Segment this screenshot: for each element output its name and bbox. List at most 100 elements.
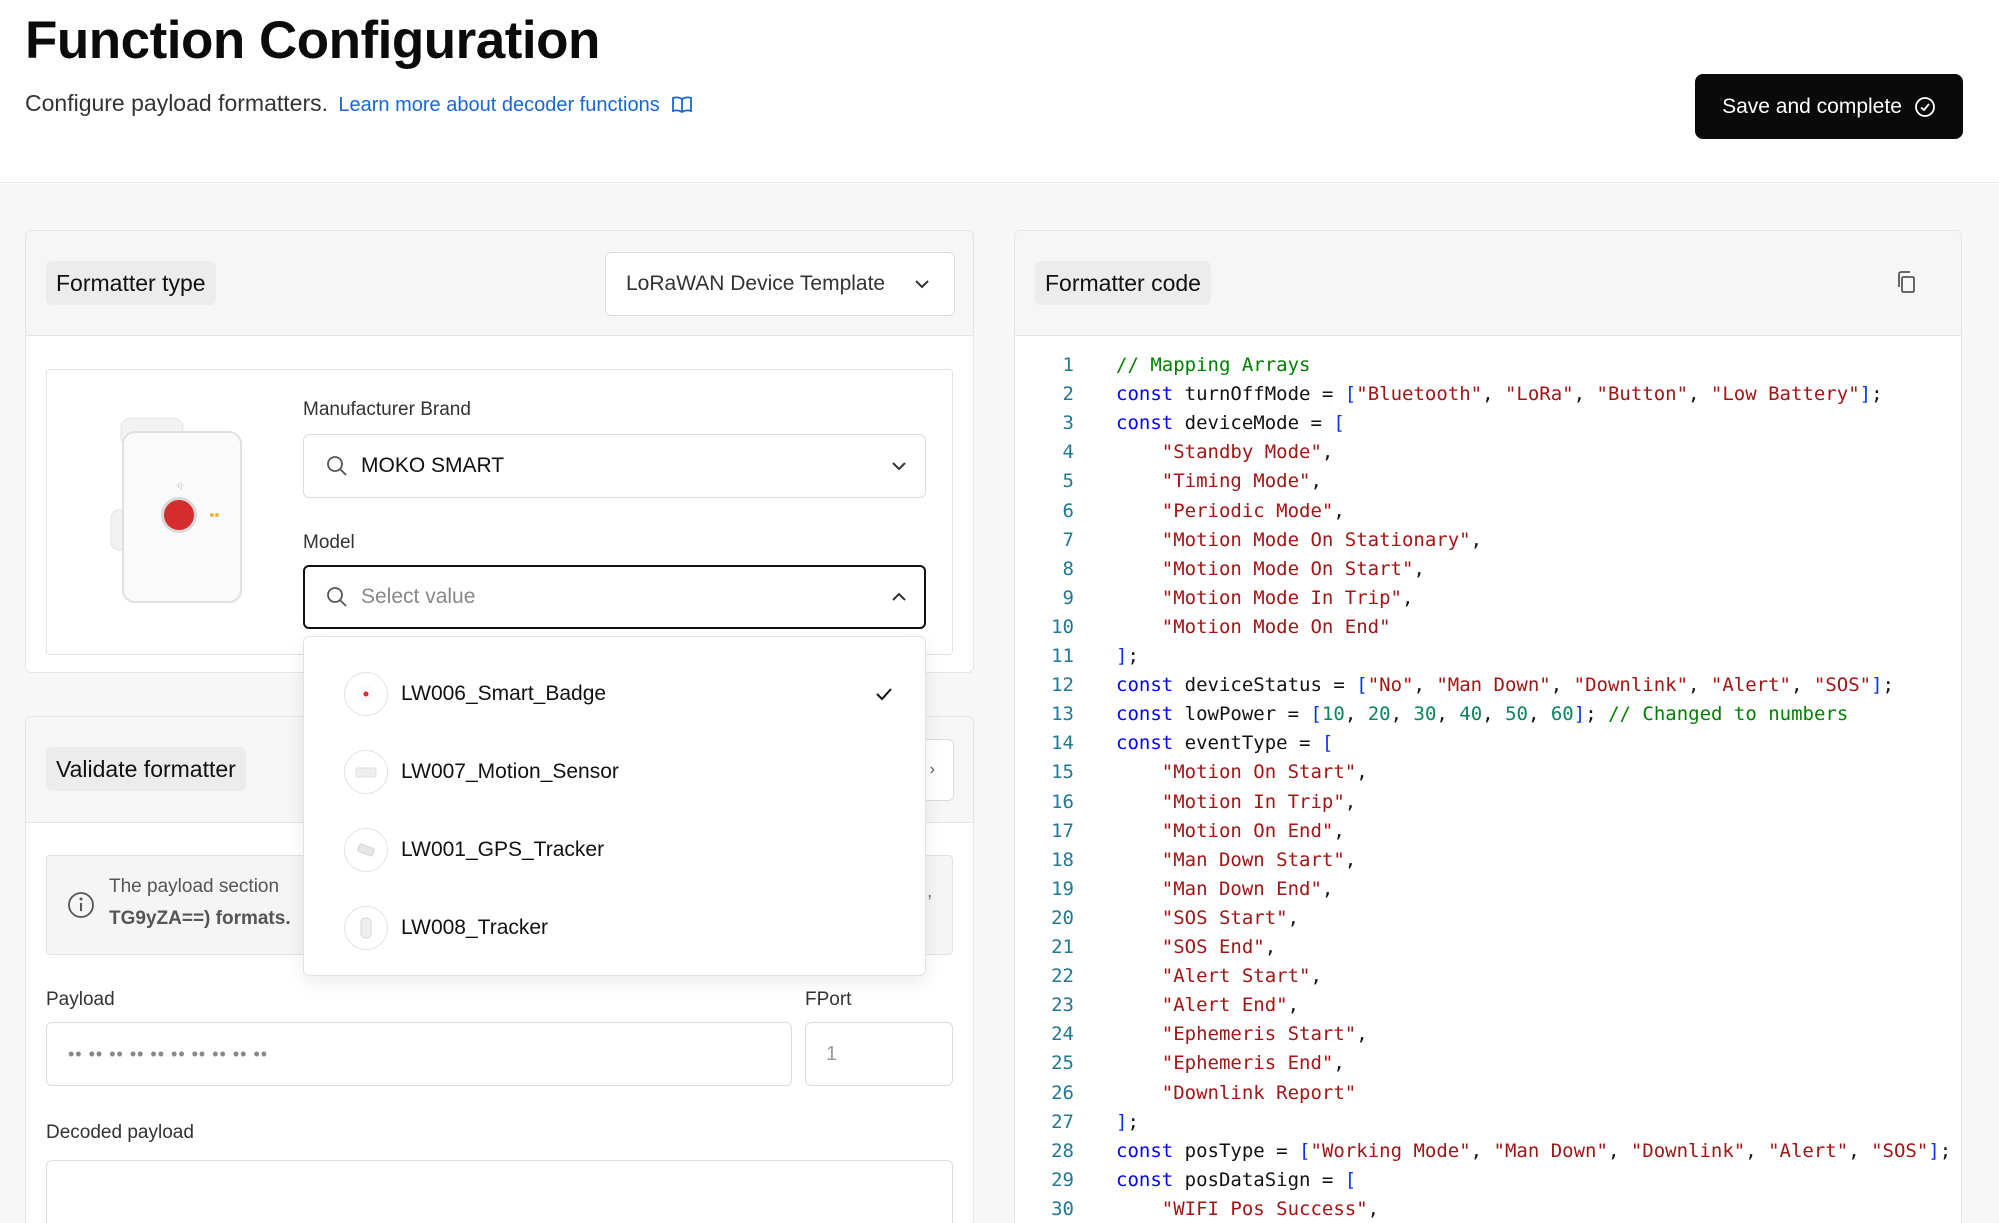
model-placeholder: Select value xyxy=(361,585,476,608)
code-text: "Motion In Trip", xyxy=(1161,790,1357,813)
code-text: const deviceStatus = ["No", "Man Down", … xyxy=(1116,674,1894,697)
fport-label: FPort xyxy=(805,989,852,1010)
learn-more-link[interactable]: Learn more about decoder functions xyxy=(338,94,693,116)
code-text: "Motion On End", xyxy=(1161,819,1345,842)
code-line: 10 "Motion Mode On End" xyxy=(1015,613,1961,642)
save-and-complete-button[interactable]: Save and complete xyxy=(1695,74,1963,139)
manufacturer-brand-value: MOKO SMART xyxy=(361,454,505,477)
subtitle-text: Configure payload formatters. xyxy=(25,90,328,116)
model-option[interactable]: LW001_GPS_Tracker xyxy=(304,811,925,888)
line-number: 9 xyxy=(1062,586,1074,609)
model-option-label: LW008_Tracker xyxy=(401,915,549,939)
line-number: 23 xyxy=(1051,994,1074,1017)
line-number: 28 xyxy=(1051,1139,1074,1162)
model-option[interactable]: LW006_Smart_Badge xyxy=(304,655,925,732)
code-text: const turnOffMode = ["Bluetooth", "LoRa"… xyxy=(1116,383,1883,406)
decoded-payload-label: Decoded payload xyxy=(46,1122,194,1143)
formatter-type-title: Formatter type xyxy=(46,261,216,305)
line-number: 11 xyxy=(1051,645,1074,667)
manufacturer-brand-label: Manufacturer Brand xyxy=(303,399,471,420)
line-number: 16 xyxy=(1051,790,1074,813)
info-text-overflow: , xyxy=(927,881,933,902)
code-text: "Motion Mode In Trip", xyxy=(1161,586,1414,609)
line-number: 30 xyxy=(1051,1197,1074,1220)
line-number: 27 xyxy=(1051,1110,1074,1133)
line-number: 8 xyxy=(1062,557,1074,580)
model-select[interactable]: Select value xyxy=(303,565,926,629)
code-text: "Motion Mode On End" xyxy=(1161,615,1391,638)
code-line: 19 "Man Down End", xyxy=(1015,875,1961,904)
formatter-code-header: Formatter code xyxy=(1015,231,1961,336)
decoded-payload-output[interactable] xyxy=(46,1160,953,1223)
model-thumbnail xyxy=(344,749,388,794)
code-text: "Ephemeris End", xyxy=(1161,1052,1345,1075)
code-text: "Motion On Start", xyxy=(1161,761,1368,784)
line-number: 25 xyxy=(1051,1052,1074,1075)
line-number: 4 xyxy=(1062,441,1074,464)
model-option-label: LW007_Motion_Sensor xyxy=(401,759,619,783)
line-number: 13 xyxy=(1051,703,1074,726)
model-thumbnail xyxy=(344,671,388,716)
manufacturer-brand-select[interactable]: MOKO SMART xyxy=(303,434,926,498)
code-text: "Alert End", xyxy=(1161,994,1300,1017)
code-line: 24 "Ephemeris Start", xyxy=(1015,1020,1961,1049)
code-text: "Timing Mode", xyxy=(1161,470,1322,493)
code-text: "Motion Mode On Start", xyxy=(1161,557,1425,580)
code-text: "Periodic Mode", xyxy=(1161,499,1345,522)
model-option-label: LW006_Smart_Badge xyxy=(401,681,607,705)
line-number: 10 xyxy=(1051,615,1074,638)
model-option[interactable]: LW007_Motion_Sensor xyxy=(304,733,925,810)
model-option[interactable]: LW008_Tracker xyxy=(304,889,925,966)
code-line: 4 "Standby Mode", xyxy=(1015,438,1961,467)
line-number: 24 xyxy=(1051,1023,1074,1046)
code-text: "SOS Start", xyxy=(1161,906,1300,929)
code-line: 16 "Motion In Trip", xyxy=(1015,788,1961,817)
code-line: 20 "SOS Start", xyxy=(1015,904,1961,933)
code-line: 13 const lowPower = [10, 20, 30, 40, 50, … xyxy=(1015,700,1961,729)
code-line: 30 "WIFI Pos Success", xyxy=(1015,1195,1961,1223)
payload-input[interactable]: •• •• •• •• •• •• •• •• •• •• xyxy=(46,1022,792,1086)
code-text: const lowPower = [10, 20, 30, 40, 50, 60… xyxy=(1116,703,1849,726)
line-number: 29 xyxy=(1051,1168,1074,1191)
line-number: 19 xyxy=(1051,877,1074,900)
code-text: "Motion Mode On Stationary", xyxy=(1161,528,1483,551)
code-text: ]; xyxy=(1116,645,1139,667)
info-text-line1: The payload section xyxy=(109,876,280,897)
formatter-type-select[interactable]: LoRaWAN Device Template xyxy=(605,252,955,316)
chevron-up-icon xyxy=(892,592,906,601)
fport-input[interactable]: 1 xyxy=(805,1022,953,1086)
tracker-icon xyxy=(360,917,372,938)
code-text: "Ephemeris Start", xyxy=(1161,1023,1368,1046)
code-text: "Downlink Report" xyxy=(1161,1081,1357,1104)
copy-icon[interactable] xyxy=(1895,270,1919,296)
fport-placeholder: 1 xyxy=(826,1043,838,1065)
line-number: 14 xyxy=(1051,732,1074,755)
line-number: 22 xyxy=(1051,965,1074,988)
payload-placeholder: •• •• •• •• •• •• •• •• •• •• xyxy=(68,1044,269,1064)
code-line: 17 "Motion On End", xyxy=(1015,817,1961,846)
code-line: 15 "Motion On Start", xyxy=(1015,758,1961,787)
line-number: 15 xyxy=(1051,761,1074,784)
chevron-right-icon: › xyxy=(929,761,935,778)
info-text-line2: TG9yZA==) formats. xyxy=(109,908,291,929)
code-line: 7 "Motion Mode On Stationary", xyxy=(1015,526,1961,555)
info-icon xyxy=(68,892,94,918)
code-line: 5 "Timing Mode", xyxy=(1015,467,1961,496)
model-dropdown: LW006_Smart_Badge LW007_Motion_Sensor LW… xyxy=(303,636,926,976)
chevron-down-icon xyxy=(892,462,906,471)
model-label: Model xyxy=(303,532,355,553)
code-line: 25 "Ephemeris End", xyxy=(1015,1049,1961,1078)
motion-sensor-icon xyxy=(355,767,377,777)
gps-tracker-icon xyxy=(357,843,375,856)
code-text: "Standby Mode", xyxy=(1161,441,1334,464)
code-text: "Alert Start", xyxy=(1161,965,1322,988)
line-number: 5 xyxy=(1062,470,1074,493)
search-icon xyxy=(327,456,347,476)
line-number: 26 xyxy=(1051,1081,1074,1104)
